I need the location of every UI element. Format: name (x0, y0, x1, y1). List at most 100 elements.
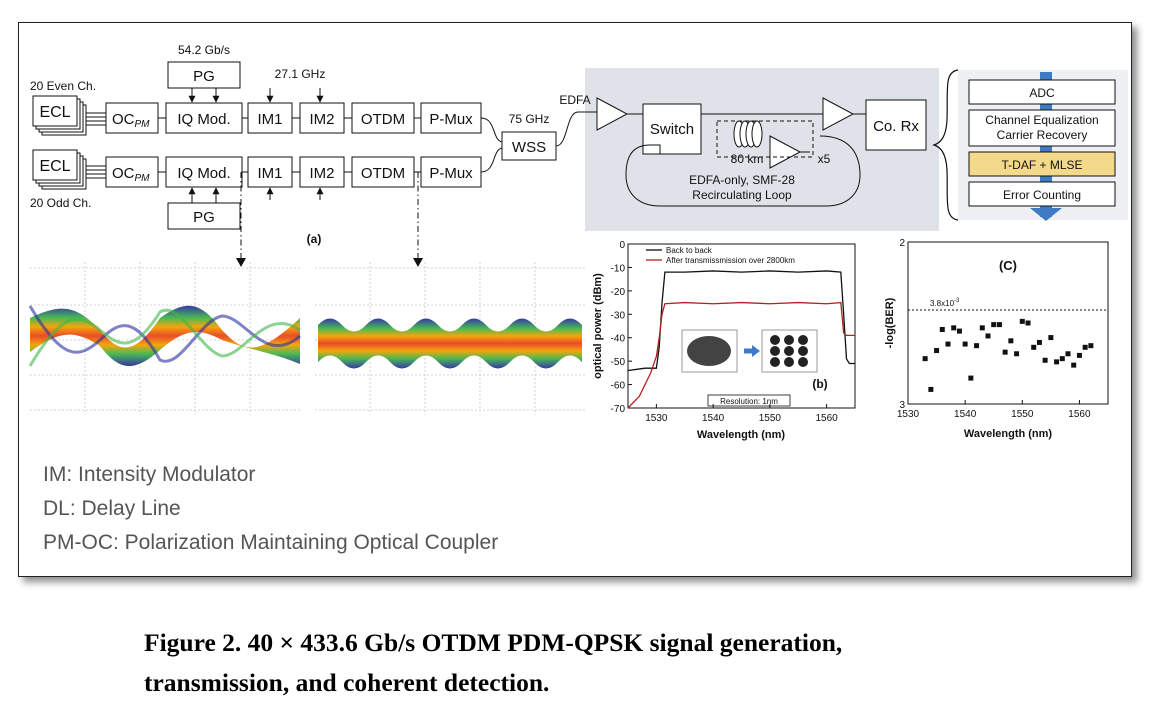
span-length-label: 80 km (731, 152, 764, 166)
spectrum-xtick-label: 1550 (759, 413, 782, 424)
ber-data-point (1008, 338, 1014, 344)
ber-plot-area (907, 241, 1109, 405)
ber-data-point (922, 356, 928, 362)
ber-data-point (1042, 357, 1048, 363)
ber-data-point (1071, 362, 1077, 368)
oc-sub-label: PM (135, 173, 151, 184)
im1-odd-block: IM1 (247, 156, 293, 188)
ber-data-point (1048, 335, 1054, 341)
otdm-odd-block: OTDM (351, 156, 415, 188)
bitrate-label: 54.2 Gb/s (178, 43, 230, 57)
ber-data-point (1025, 320, 1031, 326)
iq-mod-even-label: IQ Mod. (177, 111, 230, 128)
iq-mod-even-block (165, 102, 243, 134)
ber-data-point (968, 375, 974, 381)
loop-count-label: x5 (818, 152, 831, 166)
ber-data-point (1088, 343, 1094, 349)
pmux-odd-block: P-Mux (420, 156, 482, 188)
spectrum-ylabel: optical power (dBm) (592, 273, 604, 379)
svg-text:ADC: ADC (1029, 86, 1055, 100)
caption-line-2: transmission, and coherent detection. (144, 668, 550, 697)
ecl-even-label: ECL (39, 104, 70, 121)
edfa-label: EDFA (559, 93, 590, 107)
switch-label: Switch (650, 121, 694, 138)
spectrum-inset-constellations (681, 329, 818, 373)
figure-caption: Figure 2. 40 × 433.6 Gb/s OTDM PDM-QPSK … (144, 623, 1044, 703)
rx-adc-block: ADC (968, 79, 1116, 105)
svg-text:OCPM: OCPM (112, 165, 150, 184)
ber-data-point (951, 325, 957, 331)
ber-data-point (985, 333, 991, 339)
edfa-loop-amplifier (769, 135, 802, 169)
svg-text:P-Mux: P-Mux (429, 165, 473, 182)
corx-block (865, 99, 927, 151)
spectrum-chart: Resolution: 1nm (b) Wavelength (nm) opti… (592, 240, 856, 441)
ber-data-point (939, 326, 945, 332)
ber-ytick-label: 3 (899, 400, 905, 411)
ber-xlabel: Wavelength (nm) (964, 428, 1053, 440)
ber-threshold-exponent: -3 (954, 298, 960, 304)
ber-data-point (1002, 349, 1008, 355)
ecl-odd-label: ECL (39, 158, 70, 175)
ber-data-point (945, 341, 951, 347)
pg-bottom-block (167, 202, 241, 230)
im2-odd-block: IM2 (299, 156, 345, 188)
ber-data-point (1054, 359, 1060, 365)
ber-ytick-label: 2 (899, 238, 905, 249)
ber-ylabel: -log(BER) (884, 297, 896, 348)
rx-equalization-block: Channel Equalization Carrier Recovery (968, 109, 1116, 147)
clock-label: 27.1 GHz (275, 67, 326, 81)
legend-dl: DL: Delay Line (43, 497, 181, 520)
pg-top-label: PG (193, 68, 215, 85)
oc-main-label: OC (112, 165, 135, 182)
rx-error-counting-block: Error Counting (968, 181, 1116, 207)
svg-text:OTDM: OTDM (361, 111, 405, 128)
ber-data-point (1031, 344, 1037, 350)
ber-data-point (1036, 339, 1042, 345)
iq-mod-odd-block (165, 156, 243, 188)
ber-data-point (1065, 351, 1071, 357)
spectrum-ytick-label: 0 (619, 240, 625, 251)
svg-text:Error Counting: Error Counting (1003, 188, 1081, 202)
svg-text:OCPM: OCPM (112, 111, 150, 130)
ber-data-point (974, 343, 980, 349)
ber-xtick-label: 1560 (1068, 409, 1091, 420)
ber-data-point (956, 328, 962, 334)
eye-diagram-left (28, 262, 301, 415)
oc-sub-label: PM (135, 119, 151, 130)
svg-text:IM2: IM2 (309, 165, 334, 182)
corx-label: Co. Rx (873, 118, 919, 135)
ber-xtick-label: 1540 (954, 409, 977, 420)
caption-line-1: Figure 2. 40 × 433.6 Gb/s OTDM PDM-QPSK … (144, 628, 843, 657)
svg-text:T-DAF + MLSE: T-DAF + MLSE (1001, 158, 1082, 172)
spectrum-xlabel: Wavelength (nm) (697, 429, 786, 441)
spectrum-ytick-label: -60 (611, 381, 626, 392)
svg-text:Carrier Recovery: Carrier Recovery (997, 128, 1088, 142)
loop-desc-line1: EDFA-only, SMF-28 (689, 173, 795, 187)
svg-text:IM1: IM1 (257, 111, 282, 128)
oc-main-label: OC (112, 111, 135, 128)
receiver-brace (932, 69, 959, 221)
spectrum-ytick-label: -10 (611, 263, 626, 274)
ber-data-point (962, 341, 968, 347)
spectrum-legend-label: Back to back (666, 246, 713, 255)
even-ch-label: 20 Even Ch. (30, 79, 96, 93)
fiber-spool-icon (733, 120, 763, 148)
spectrum-xtick-label: 1540 (702, 413, 725, 424)
spectrum-xtick-label: 1560 (816, 413, 839, 424)
wss-bw-label: 75 GHz (509, 112, 550, 126)
wss-label: WSS (512, 139, 546, 156)
pg-top-block (167, 61, 241, 89)
ecl-even-stack: ECL (32, 95, 87, 136)
pg-bottom-label: PG (193, 209, 215, 226)
ber-data-point (928, 386, 934, 392)
svg-text:Channel Equalization: Channel Equalization (985, 113, 1098, 127)
ber-data-point (1076, 352, 1082, 358)
svg-text:IM1: IM1 (257, 165, 282, 182)
spectrum-legend-label: After transmissmission over 2800km (666, 256, 795, 265)
spectrum-series-line (627, 270, 855, 372)
ber-panel-label: (C) (999, 258, 1017, 273)
ber-data-point (991, 322, 997, 328)
svg-text:P-Mux: P-Mux (429, 111, 473, 128)
